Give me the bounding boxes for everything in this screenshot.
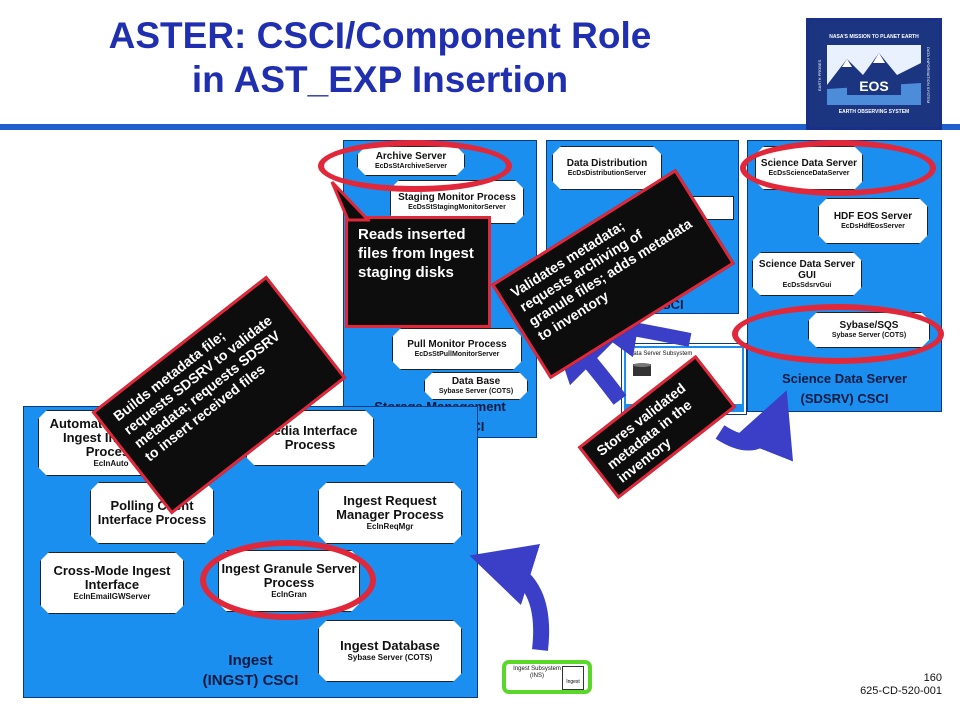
- title-line-1: ASTER: CSCI/Component Role: [108, 15, 652, 56]
- ingest-icon: Ingest: [562, 666, 584, 690]
- sdsrv-gui-name: Science Data Server GUI: [758, 258, 856, 281]
- sdsrv-title-line2: (SDSRV) CSCI: [800, 391, 889, 406]
- sdsrv-title: Science Data Server (SDSRV) CSCI: [748, 369, 941, 409]
- database-icon: [633, 363, 651, 376]
- title-rule: [0, 124, 960, 130]
- ddist-process-name: Data Distribution: [566, 158, 648, 169]
- stmgt-database-box[interactable]: Data Base Sybase Server (COTS): [424, 372, 528, 400]
- granule-server-highlight-ring: [200, 540, 376, 620]
- ddist-process-box[interactable]: Data Distribution EcDsDistributionServer: [552, 146, 662, 190]
- logo-bottom-text: EARTH OBSERVING SYSTEM: [817, 105, 931, 119]
- document-number: 625-CD-520-001: [860, 685, 942, 697]
- request-manager-box[interactable]: Ingest Request Manager Process EcInReqMg…: [318, 482, 462, 544]
- request-manager-exe: EcInReqMgr: [366, 522, 414, 531]
- reads-callout-text: Reads inserted files from Ingest staging…: [358, 226, 474, 281]
- ingest-database-box[interactable]: Ingest Database Sybase Server (COTS): [318, 620, 462, 682]
- request-manager-name: Ingest Request Manager Process: [336, 493, 444, 522]
- data-server-subsystem-label: Data Server Subsystem: [629, 351, 693, 357]
- arrow-to-sdsrv: [715, 390, 793, 462]
- hdf-eos-server-box[interactable]: HDF EOS Server EcDsHdfEosServer: [818, 198, 928, 244]
- hdf-eos-server-exe: EcDsHdfEosServer: [841, 223, 905, 230]
- page-number: 160: [923, 672, 942, 684]
- media-interface-name: Media Interface Process: [262, 423, 358, 452]
- reads-callout-pointer: [330, 180, 370, 222]
- cross-mode-ingest-exe: EcInEmailGWServer: [73, 592, 151, 601]
- eos-logo-badge: NASA'S MISSION TO PLANET EARTH EARTH PRO…: [817, 29, 931, 119]
- stmgt-database-exe: Sybase Server (COTS): [438, 388, 514, 395]
- logo-top-text: NASA'S MISSION TO PLANET EARTH: [817, 29, 931, 45]
- ingest-database-name: Ingest Database: [340, 638, 440, 653]
- ingest-database-exe: Sybase Server (COTS): [347, 653, 433, 662]
- cross-mode-ingest-box[interactable]: Cross-Mode Ingest Interface EcInEmailGWS…: [40, 552, 184, 614]
- sdsrv-title-line1: Science Data Server: [781, 371, 908, 386]
- reads-callout: Reads inserted files from Ingest staging…: [345, 216, 491, 328]
- logo-right-text: DATA INFORMATION SYSTEM: [921, 45, 931, 105]
- pull-monitor-name: Pull Monitor Process: [407, 339, 507, 350]
- science-data-server-highlight-ring: [740, 140, 936, 196]
- ingest-subsystem-box: Ingest Subsystem (INS) Ingest: [502, 660, 592, 694]
- footer: 160 625-CD-520-001: [860, 672, 942, 698]
- pull-monitor-exe: EcDsStPullMonitorServer: [414, 351, 500, 358]
- title-line-2: in AST_EXP Insertion: [191, 59, 569, 100]
- auto-network-ingest-exe: EcInAuto: [93, 459, 129, 468]
- ingest-title-line2: (INGST) CSCI: [202, 672, 299, 689]
- ddist-process-exe: EcDsDistributionServer: [567, 170, 647, 177]
- hdf-eos-server-name: HDF EOS Server: [833, 211, 913, 222]
- stmgt-database-name: Data Base: [451, 376, 501, 387]
- eos-logo: NASA'S MISSION TO PLANET EARTH EARTH PRO…: [806, 18, 942, 130]
- sdsrv-gui-exe: EcDsSdsrvGui: [782, 281, 832, 289]
- ingest-icon-label: Ingest: [566, 679, 580, 685]
- cross-mode-ingest-name: Cross-Mode Ingest Interface: [53, 563, 171, 592]
- staging-monitor-exe: EcDsStStagingMonitorServer: [408, 204, 506, 211]
- ingest-title-line1: Ingest: [228, 652, 273, 669]
- sybase-highlight-ring: [732, 304, 944, 364]
- ingest-subsystem-label: Ingest Subsystem (INS): [513, 666, 561, 679]
- staging-monitor-name: Staging Monitor Process: [398, 192, 516, 203]
- sdsrv-gui-box[interactable]: Science Data Server GUI EcDsSdsrvGui: [752, 252, 862, 296]
- arrow-ingest-to-ingest-panel: [469, 544, 550, 651]
- pull-monitor-box[interactable]: Pull Monitor Process EcDsStPullMonitorSe…: [392, 328, 522, 370]
- archive-server-highlight-ring: [318, 140, 512, 192]
- ingest-title: Ingest (INGST) CSCI: [24, 651, 477, 691]
- page-title: ASTER: CSCI/Component Role in AST_EXP In…: [0, 14, 760, 102]
- logo-eos-text: EOS: [847, 77, 901, 95]
